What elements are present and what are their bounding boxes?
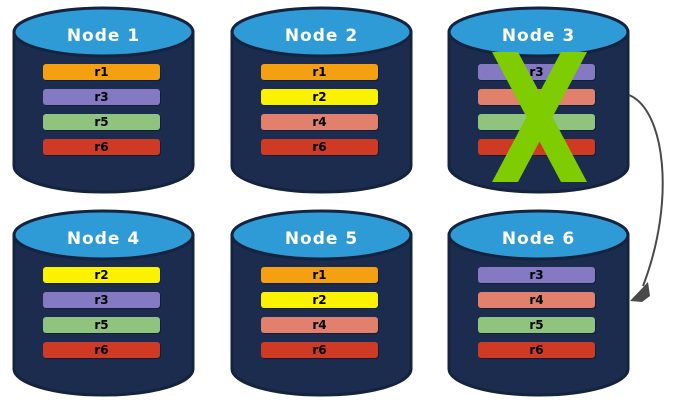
node-5[interactable]: Node 5 r1 r2 r4 r6 [230,209,413,399]
replica-row[interactable]: r5 [43,114,160,130]
replica-row[interactable]: r3 [478,267,595,283]
replica-row[interactable]: r6 [43,139,160,155]
replica-row[interactable]: r1 [261,64,378,80]
node-title: Node 5 [284,229,359,249]
replica-row[interactable]: r6 [261,342,378,358]
node-title: Node 6 [501,229,576,249]
node-title: Node 4 [66,229,141,249]
replica-row[interactable]: r6 [478,342,595,358]
node-6[interactable]: Node 6 r3 r4 r5 r6 [447,209,630,399]
node-title: Node 3 [501,26,576,46]
replica-row[interactable]: r2 [43,267,160,283]
node-rows: r1 r3 r5 r6 [12,6,195,196]
replica-row[interactable]: r3 [43,89,160,105]
node-2[interactable]: Node 2 r1 r2 r4 r6 [230,6,413,196]
node-rows: r3 [447,6,630,196]
replica-row[interactable] [478,89,595,105]
replica-row[interactable]: r3 [478,64,595,80]
replica-row[interactable]: r4 [478,292,595,308]
replica-row[interactable]: r4 [261,317,378,333]
replica-row[interactable]: r1 [261,267,378,283]
replica-row[interactable]: r6 [261,139,378,155]
node-4[interactable]: Node 4 r2 r3 r5 r6 [12,209,195,399]
replica-row[interactable]: r5 [478,317,595,333]
node-rows: r1 r2 r4 r6 [230,209,413,399]
replica-row[interactable]: r3 [43,292,160,308]
replica-row[interactable]: r5 [43,317,160,333]
replica-row[interactable]: r4 [261,114,378,130]
replica-row[interactable]: r2 [261,292,378,308]
node-rows: r2 r3 r5 r6 [12,209,195,399]
replica-row[interactable] [478,114,595,130]
replica-row[interactable]: r1 [43,64,160,80]
replica-row[interactable]: r6 [43,342,160,358]
node-rows: r3 r4 r5 r6 [447,209,630,399]
node-rows: r1 r2 r4 r6 [230,6,413,196]
node-1[interactable]: Node 1 r1 r3 r5 r6 [12,6,195,196]
node-title: Node 1 [66,26,141,46]
replica-row[interactable] [478,139,595,155]
node-title: Node 2 [284,26,359,46]
node-3[interactable]: Node 3 r3 [447,6,630,196]
replica-row[interactable]: r2 [261,89,378,105]
